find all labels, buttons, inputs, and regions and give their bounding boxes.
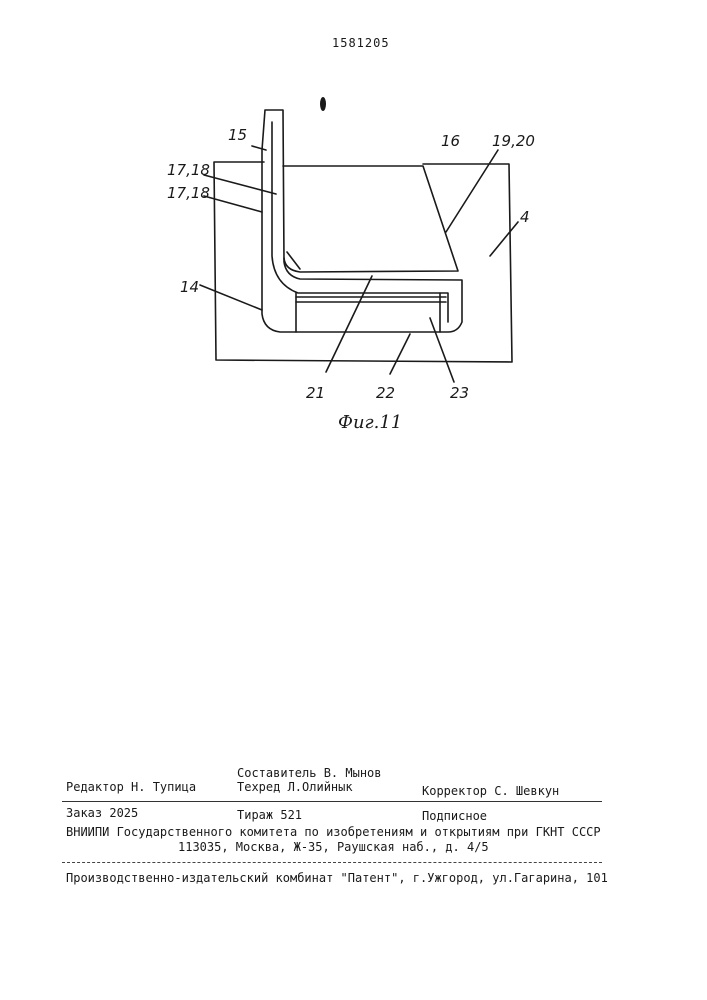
label-19-20: 19,20 bbox=[492, 132, 535, 150]
circulation-line: Тираж 521 bbox=[237, 808, 302, 822]
label-16: 16 bbox=[441, 132, 460, 150]
chamfer-line bbox=[287, 252, 300, 269]
figure-caption: Фиг.11 bbox=[338, 412, 402, 433]
body-16-outline bbox=[283, 166, 458, 272]
ink-mark bbox=[320, 97, 326, 111]
label-17-18-upper: 17,18 bbox=[167, 161, 210, 179]
label-22: 22 bbox=[376, 384, 395, 402]
figure-11-drawing: 15 17,18 17,18 14 16 19,20 4 21 22 23 Фи… bbox=[0, 0, 707, 460]
address-line: 113035, Москва, Ж-35, Раушская наб., д. … bbox=[178, 840, 489, 854]
publisher-line: Производственно-издательский комбинат "П… bbox=[66, 871, 608, 885]
vniipi-line: ВНИИПИ Государственного комитета по изоб… bbox=[66, 825, 601, 839]
leader-23 bbox=[430, 318, 454, 382]
rule-2 bbox=[62, 862, 602, 863]
label-14: 14 bbox=[180, 278, 199, 296]
subscription-line: Подписное bbox=[422, 809, 487, 823]
leader-21 bbox=[326, 276, 372, 372]
label-4: 4 bbox=[520, 208, 530, 226]
editor-line: Редактор Н. Тупица bbox=[66, 780, 196, 794]
leader-1920 bbox=[446, 150, 498, 232]
leader-22 bbox=[390, 334, 410, 374]
leader-15 bbox=[252, 146, 266, 150]
leader-4 bbox=[490, 222, 518, 256]
label-17-18-lower: 17,18 bbox=[167, 184, 210, 202]
leader-1718b bbox=[204, 196, 262, 212]
compiler-line: Составитель В. Мынов bbox=[237, 766, 382, 780]
rule-1 bbox=[62, 801, 602, 802]
corrector-line: Корректор С. Шевкун bbox=[422, 784, 559, 798]
label-23: 23 bbox=[450, 384, 469, 402]
label-21: 21 bbox=[306, 384, 325, 402]
order-line: Заказ 2025 bbox=[66, 806, 138, 820]
l-plate-inner bbox=[272, 122, 448, 322]
techred-line: Техред Л.Олийнык bbox=[237, 780, 353, 794]
label-15: 15 bbox=[228, 126, 247, 144]
leader-14 bbox=[200, 285, 262, 310]
